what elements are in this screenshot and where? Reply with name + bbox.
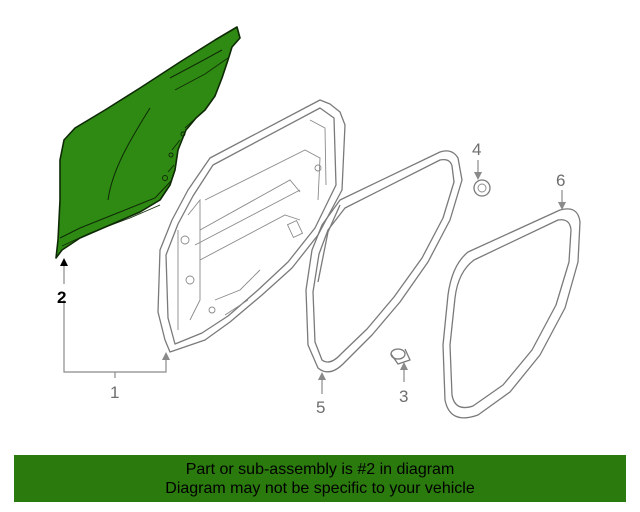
callout-4[interactable]: 4 xyxy=(472,140,481,159)
door-frame-drawing xyxy=(157,99,346,353)
callout-6[interactable]: 6 xyxy=(556,171,565,190)
outer-door-panel-drawing xyxy=(55,26,241,259)
plug-drawing xyxy=(390,348,411,365)
callout-5[interactable]: 5 xyxy=(316,398,325,417)
notice-line-disclaimer: Diagram may not be specific to your vehi… xyxy=(165,480,475,497)
callout-3[interactable]: 3 xyxy=(399,387,408,406)
diagram-notice-banner: Part or sub-assembly is #2 in diagram Di… xyxy=(14,455,626,502)
callout-2[interactable]: 2 xyxy=(57,288,66,307)
parts-diagram: 1 2 3 4 5 6 xyxy=(55,26,581,419)
body-side-weatherstrip-drawing xyxy=(442,208,581,419)
door-weatherstrip-drawing xyxy=(305,150,463,373)
notice-line-part: Part or sub-assembly is #2 in diagram xyxy=(185,461,455,478)
callout-1[interactable]: 1 xyxy=(110,383,119,402)
callout-leaders xyxy=(60,160,566,394)
grommet-drawing xyxy=(473,179,491,197)
